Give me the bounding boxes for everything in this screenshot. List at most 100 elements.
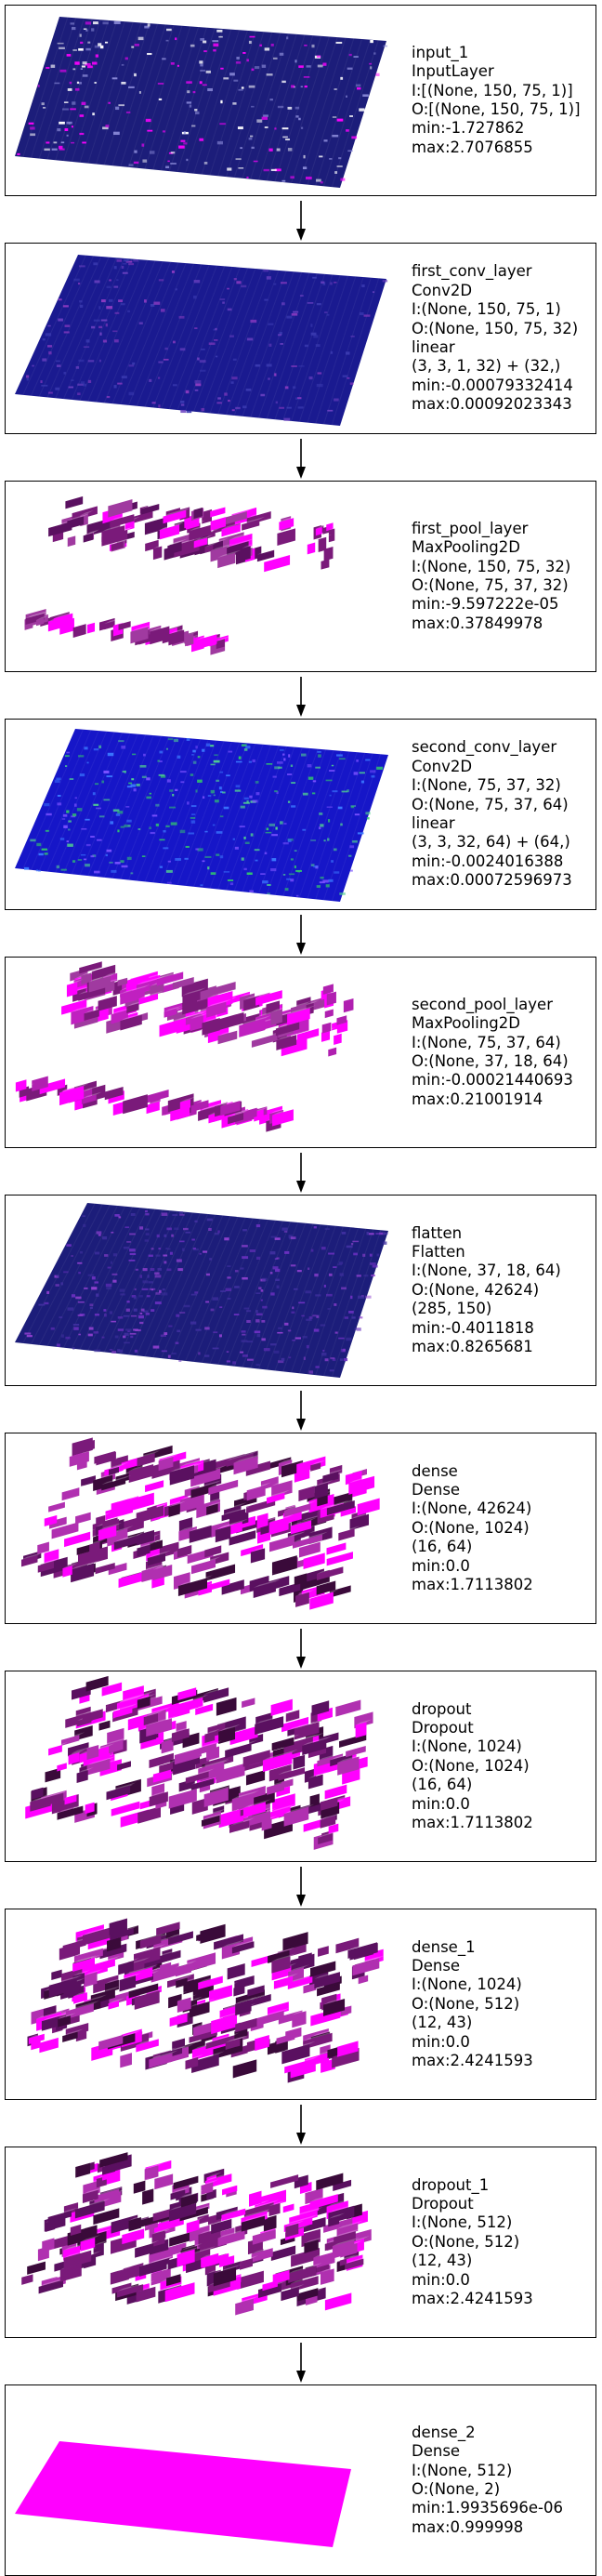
layer-name: second_pool_layer (412, 996, 573, 1014)
min-value: min:-0.0024016388 (412, 852, 572, 871)
activation-block (325, 2290, 357, 2310)
min-value: min:-0.00079332414 (412, 376, 578, 395)
input-shape: I:[(None, 150, 75, 1)] (412, 82, 581, 100)
max-value: max:2.4241593 (412, 2290, 533, 2308)
layer-class: Dropout (412, 1719, 533, 1737)
grid-shape: (285, 150) (412, 1300, 561, 1318)
activation-visualization (6, 244, 396, 434)
input-shape: I:(None, 150, 75, 1) (412, 300, 578, 319)
flow-arrow (295, 1391, 307, 1431)
min-value: min:0.0 (412, 1795, 533, 1814)
grid-shape: (12, 43) (412, 2252, 533, 2270)
min-value: min:-0.00021440693 (412, 1071, 573, 1090)
input-shape: I:(None, 512) (412, 2462, 563, 2480)
max-value: max:0.8265681 (412, 1338, 561, 1356)
min-value: min:-0.4011818 (412, 1319, 561, 1338)
input-shape: I:(None, 1024) (412, 1975, 533, 1994)
max-value: max:1.7113802 (412, 1814, 533, 1832)
flow-arrow (295, 201, 307, 241)
layer-name: dense (412, 1462, 533, 1481)
activation-block (187, 1949, 221, 1972)
layer-class: Dense (412, 2442, 563, 2461)
min-value: min:1.9935696e-06 (412, 2499, 563, 2517)
activation-block (325, 1007, 339, 1019)
activation-block (27, 2259, 51, 2275)
activation-block (318, 1943, 334, 1957)
activation-label: linear (412, 814, 572, 833)
input-shape: I:(None, 75, 37, 64) (412, 1034, 573, 1052)
max-value: max:2.7076855 (412, 139, 581, 157)
layer-name: first_conv_layer (412, 262, 578, 281)
input-shape: I:(None, 42624) (412, 1499, 533, 1518)
layer-class: Flatten (412, 1243, 561, 1262)
layer-name: dense_2 (412, 2424, 563, 2442)
activation-block (75, 1510, 97, 1525)
input-shape: I:(None, 150, 75, 32) (412, 558, 570, 576)
flow-arrow (295, 2343, 307, 2383)
activation-block (328, 1045, 342, 1057)
layer-class: InputLayer (412, 62, 581, 81)
output-shape: O:(None, 75, 37, 64) (412, 796, 572, 814)
activation-visualization (6, 2147, 396, 2338)
activation-block (283, 2201, 300, 2213)
max-value: max:0.00092023343 (412, 395, 578, 414)
activation-block (145, 1477, 169, 1492)
activation-block (62, 1485, 85, 1500)
output-slab (15, 2441, 351, 2547)
activation-visualization (6, 6, 396, 196)
activation-visualization (6, 1433, 396, 1624)
min-value: min:0.0 (412, 1557, 533, 1576)
input-shape: I:(None, 37, 18, 64) (412, 1262, 561, 1280)
activation-visualization (6, 1671, 396, 1862)
max-value: max:0.21001914 (412, 1090, 573, 1109)
activation-block (242, 1695, 260, 1708)
layer-name: dropout (412, 1700, 533, 1719)
flow-arrow (295, 439, 307, 479)
weights-shape: (3, 3, 32, 64) + (64,) (412, 833, 572, 852)
activation-block (335, 1698, 366, 1717)
output-shape: O:[(None, 150, 75, 1)] (412, 100, 581, 119)
layer-class: MaxPooling2D (412, 538, 570, 557)
min-value: min:-9.597222e-05 (412, 595, 570, 614)
min-value: min:-1.727862 (412, 119, 581, 138)
output-shape: O:(None, 1024) (412, 1519, 533, 1538)
layer-class: Conv2D (412, 282, 578, 300)
output-shape: O:(None, 75, 37, 32) (412, 576, 570, 595)
activation-block (317, 1564, 348, 1580)
activation-visualization (6, 1196, 396, 1386)
max-value: max:0.00072596973 (412, 871, 572, 890)
output-shape: O:(None, 150, 75, 32) (412, 320, 578, 338)
activation-block (334, 1031, 347, 1045)
weights-shape: (3, 3, 1, 32) + (32,) (412, 357, 578, 376)
input-shape: I:(None, 512) (412, 2213, 533, 2232)
max-value: max:0.999998 (412, 2518, 563, 2537)
max-value: max:2.4241593 (412, 2052, 533, 2070)
flow-arrow (295, 1867, 307, 1907)
layer-class: MaxPooling2D (412, 1014, 573, 1033)
output-shape: O:(None, 42624) (412, 1281, 561, 1300)
activation-block (346, 1743, 372, 1757)
layer-name: flatten (412, 1224, 561, 1243)
activation-block (120, 2050, 137, 2067)
layer-name: dense_1 (412, 1938, 533, 1957)
output-shape: O:(None, 1024) (412, 1757, 533, 1776)
grid-shape: (16, 64) (412, 1776, 533, 1794)
grid-shape: (12, 43) (412, 2014, 533, 2032)
activation-visualization (6, 1909, 396, 2100)
